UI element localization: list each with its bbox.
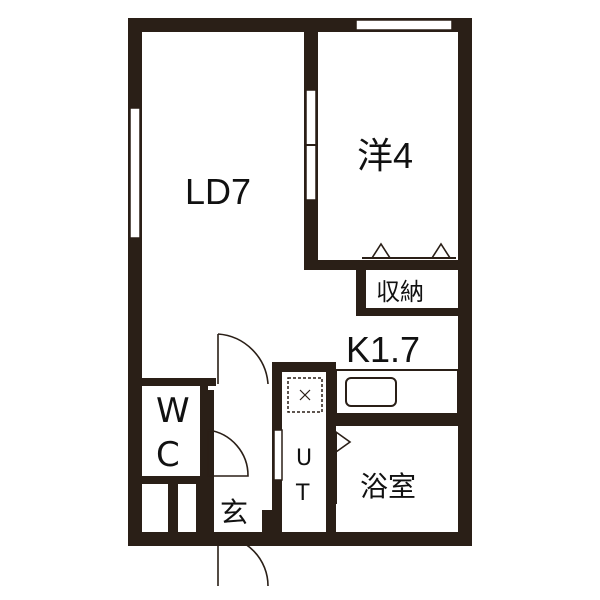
closet-doors: [362, 242, 456, 259]
western-window-top: [355, 19, 453, 31]
ld-window: [129, 107, 141, 239]
room-label-kitchen: K1.7: [346, 329, 420, 370]
room-label-bath: 浴室: [360, 470, 416, 503]
stove: [287, 377, 323, 413]
doors: [207, 333, 352, 587]
room-label-storage: 収納: [376, 278, 424, 306]
room-label-wc-top: W: [156, 391, 190, 431]
room-label-ut-bottom: T: [295, 481, 310, 506]
room-label-western: 洋4: [357, 135, 413, 176]
windows: [129, 19, 453, 239]
room-label-entrance: 玄: [220, 496, 248, 529]
kitchen-fixtures: [287, 369, 459, 415]
room-label-wc-bottom: C: [156, 435, 180, 475]
kitchen-counter: [335, 369, 459, 415]
room-label-ut-top: U: [296, 446, 312, 471]
sink: [345, 377, 397, 407]
room-label-ld: LD7: [185, 171, 251, 212]
